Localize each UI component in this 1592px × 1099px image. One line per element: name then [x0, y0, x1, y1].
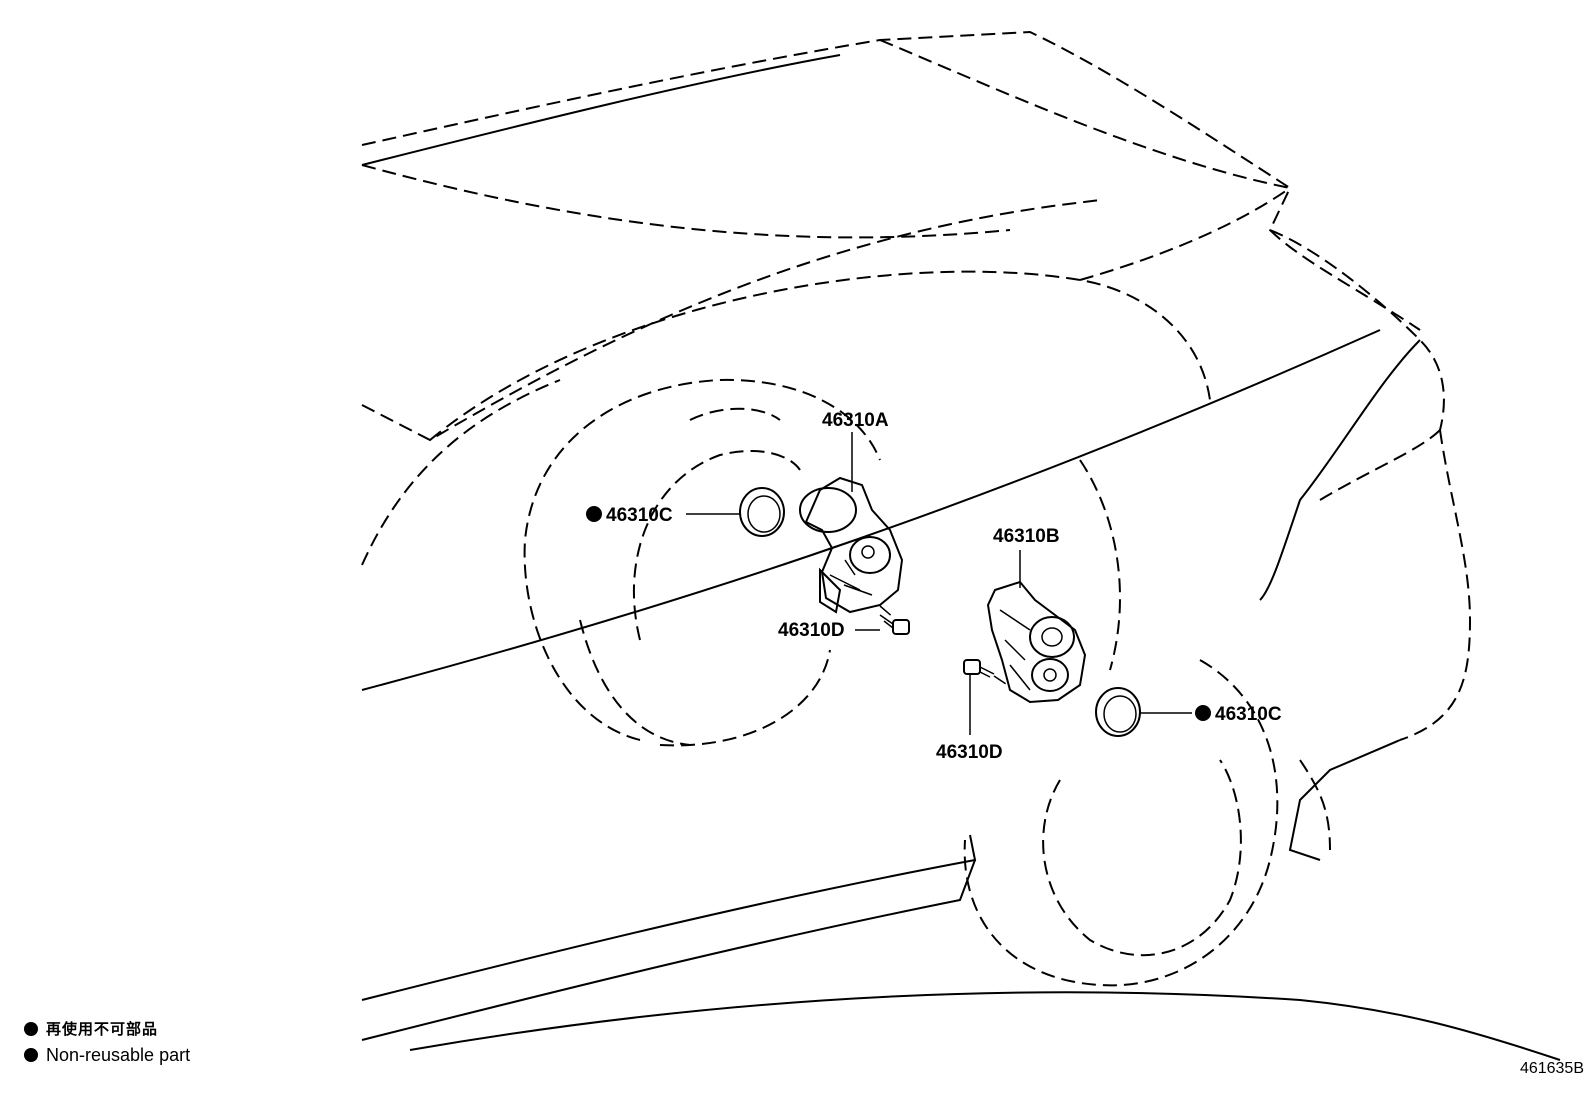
non-reusable-bullet-icon [586, 506, 602, 522]
legend-row-japanese: 再使用不可部品 [24, 1016, 190, 1042]
figure-id: 461635B [1519, 1060, 1584, 1077]
callout-46310c-right: 46310C [1195, 704, 1282, 725]
parking-brake-actuator-left[interactable] [799, 476, 904, 614]
svg-text:46310C: 46310C [606, 505, 673, 526]
parking-brake-actuator-right[interactable] [986, 580, 1087, 704]
leader-lines [686, 432, 1192, 735]
rear-right-wheel [963, 459, 1279, 987]
non-reusable-bullet-icon [1195, 705, 1211, 721]
bolt-left[interactable] [879, 614, 910, 635]
filled-circle-icon [24, 1048, 38, 1062]
bolt-right[interactable] [963, 659, 995, 678]
vehicle-body-outline [361, 30, 1561, 1061]
legend: 再使用不可部品 Non-reusable part [24, 1016, 190, 1068]
callout-46310c-left: 46310C [586, 505, 673, 526]
legend-english-text: Non-reusable part [46, 1045, 191, 1065]
seal-ring-left[interactable] [739, 487, 785, 537]
filled-circle-icon [24, 1022, 38, 1036]
seal-ring-right[interactable] [1095, 687, 1141, 737]
callout-46310a: 46310A [822, 410, 889, 431]
rear-left-wheel [523, 378, 881, 747]
legend-japanese-text: 再使用不可部品 [46, 1020, 159, 1038]
callout-46310d-left: 46310D [778, 620, 845, 641]
callout-46310b: 46310B [993, 526, 1060, 547]
callout-46310d-right: 46310D [936, 742, 1003, 763]
legend-row-english: Non-reusable part [24, 1042, 190, 1068]
svg-text:46310C: 46310C [1215, 704, 1282, 725]
